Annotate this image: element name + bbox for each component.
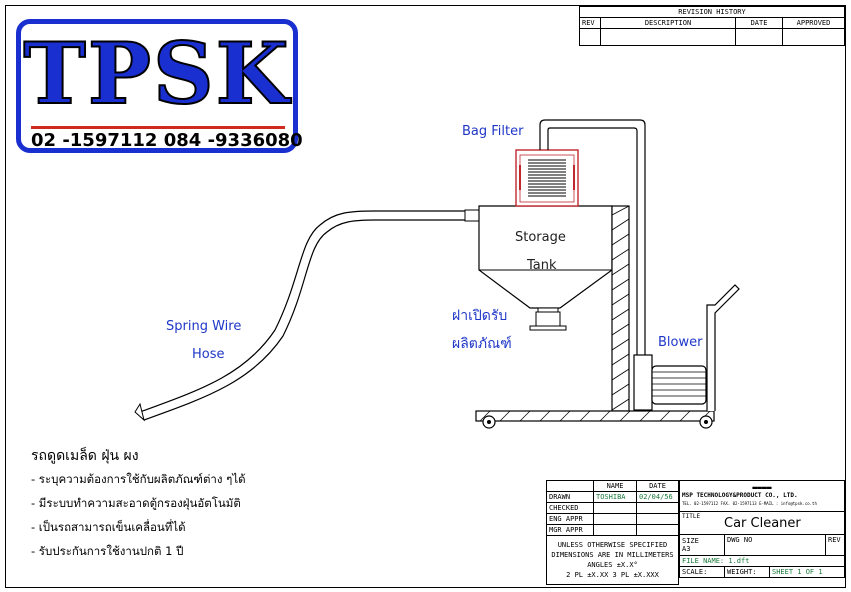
feature-item: - ระบุความต้องการใช้กับผลิตภัณฑ์ต่าง ๆได… bbox=[31, 472, 246, 486]
company-logo: TPSK 02 -1597112 084 -9336080 bbox=[16, 19, 303, 153]
feature-item: - มีระบบทำความสะอาดตู้กรองฝุ่นอัตโนมัติ bbox=[31, 496, 241, 510]
tolerance-notes: UNLESS OTHERWISE SPECIFIED DIMENSIONS AR… bbox=[546, 535, 679, 585]
outlet-lid bbox=[529, 325, 567, 331]
checked-label: CHECKED bbox=[546, 502, 594, 514]
company-name: MSP TECHNOLOGY&PRODUCT CO., LTD. bbox=[682, 492, 798, 499]
outlet-neck bbox=[537, 307, 559, 313]
logo-text: TPSK bbox=[22, 24, 291, 123]
features-title: รถดูดเมล็ด ฝุ่น ผง bbox=[31, 448, 139, 464]
title-block: ▬▬▬▬ MSP TECHNOLOGY&PRODUCT CO., LTD. TE… bbox=[679, 480, 846, 578]
eng-appr-label: ENG APPR bbox=[546, 513, 594, 525]
features-list: - ระบุความต้องการใช้กับผลิตภัณฑ์ต่าง ๆได… bbox=[31, 470, 246, 566]
sheet-label: SHEET 1 OF 1 bbox=[769, 566, 845, 578]
spring-wire-hose-inner bbox=[143, 219, 465, 421]
title-cell: TITLE Car Cleaner bbox=[679, 511, 845, 535]
approval-table: NAME DATE DRAWN TOSHIBA 02/04/56 CHECKED… bbox=[546, 480, 679, 585]
cart-base bbox=[475, 410, 715, 422]
dwg-no-label: DWG NO bbox=[724, 534, 826, 556]
company-cell: ▬▬▬▬ MSP TECHNOLOGY&PRODUCT CO., LTD. TE… bbox=[679, 480, 845, 512]
feature-item: - เป็นรถสามารถเข็นเคลื่อนที่ได้ bbox=[31, 520, 186, 534]
size-label: SIZE bbox=[682, 537, 699, 545]
outlet-body bbox=[535, 311, 561, 327]
bag-filter-label: Bag Filter bbox=[462, 124, 524, 139]
tolerance-line: UNLESS OTHERWISE SPECIFIED bbox=[557, 541, 668, 549]
revision-history-table: REVISION HISTORY REV DESCRIPTION DATE AP… bbox=[579, 6, 845, 46]
scale-label: SCALE: bbox=[679, 566, 725, 578]
tolerance-line: 2 PL ±X.XX 3 PL ±X.XXX bbox=[566, 571, 659, 579]
size-cell: SIZE A3 bbox=[679, 534, 725, 556]
size-value: A3 bbox=[682, 545, 691, 553]
rev-label: REV bbox=[824, 534, 846, 556]
mgr-appr-label: MGR APPR bbox=[546, 524, 594, 536]
outlet-label-line2: ผลิตภัณฑ์ bbox=[452, 336, 512, 352]
hose-connector bbox=[464, 209, 480, 222]
blower-label: Blower bbox=[658, 335, 703, 350]
company-logo-small: ▬▬▬▬ bbox=[752, 483, 772, 492]
date-col-header: DATE bbox=[636, 480, 679, 492]
tank-label: Tank bbox=[527, 258, 557, 273]
drawn-label: DRAWN bbox=[546, 491, 594, 503]
tolerance-line: ANGLES ±X.X° bbox=[587, 561, 638, 569]
name-col-header: NAME bbox=[593, 480, 637, 492]
file-name: FILE NAME: 1.dft bbox=[679, 555, 845, 567]
weight-label: WEIGHT: bbox=[724, 566, 770, 578]
suction-pipe bbox=[539, 119, 646, 355]
blower-motor bbox=[651, 365, 707, 405]
bag-filter-grille bbox=[528, 159, 566, 197]
drawn-name: TOSHIBA bbox=[593, 491, 637, 503]
logo-phones: 02 -1597112 084 -9336080 bbox=[31, 126, 303, 151]
frame-column bbox=[611, 205, 630, 412]
outlet-label-line1: ฝาเปิดรับ bbox=[452, 308, 508, 324]
tolerance-line: DIMENSIONS ARE IN MILLIMETERS bbox=[551, 551, 674, 559]
spring-wire-hose bbox=[139, 210, 465, 413]
drawing-sheet bbox=[5, 5, 846, 588]
blower-housing bbox=[633, 354, 653, 411]
hose-label: Hose bbox=[192, 347, 225, 362]
spring-wire-label: Spring Wire bbox=[166, 319, 242, 334]
cart-handle bbox=[706, 284, 740, 411]
feature-item: - รับประกันการใช้งานปกติ 1 ปี bbox=[31, 544, 184, 558]
company-contact: TEL. 02-1597112 FAX. 02-1597113 E-MAIL :… bbox=[682, 501, 817, 506]
title-label: TITLE bbox=[682, 513, 701, 520]
drawing-title: Car Cleaner bbox=[724, 516, 801, 531]
storage-tank bbox=[478, 205, 613, 309]
storage-label: Storage bbox=[515, 230, 566, 245]
drawn-date: 02/04/56 bbox=[636, 491, 679, 503]
